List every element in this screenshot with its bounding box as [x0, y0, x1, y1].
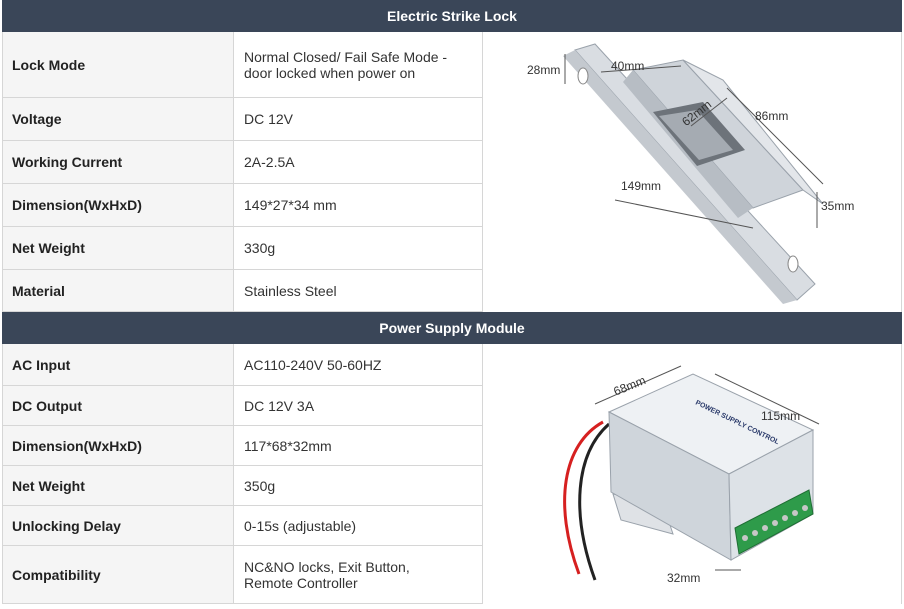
row-label: DC Output — [2, 386, 234, 425]
row-value: 0-15s (adjustable) — [244, 517, 357, 534]
row-label: Dimension(WxHxD) — [2, 184, 234, 226]
table-row: Unlocking Delay 0-15s (adjustable) — [2, 506, 482, 546]
table-row: Net Weight 330g — [2, 227, 482, 270]
section-title: Electric Strike Lock — [387, 8, 517, 24]
row-value: AC110-240V 50-60HZ — [244, 356, 382, 373]
strike-lock-image: 28mm 40mm 62mm 86mm 149mm 35mm — [527, 43, 854, 304]
row-label: Working Current — [2, 141, 234, 183]
power-supply-image: POWER SUPPLY CONTROL 68mm 115mm 32mm — [563, 365, 820, 585]
row-label: Dimension(WxHxD) — [2, 426, 234, 465]
row-value: NC&NO locks, Exit Button, Remote Control… — [244, 558, 410, 591]
table-row: Compatibility NC&NO locks, Exit Button, … — [2, 546, 482, 604]
dim-label: 86mm — [755, 109, 788, 123]
row-value: DC 12V 3A — [244, 397, 315, 414]
row-value: Normal Closed/ Fail Safe Mode - door loc… — [244, 48, 448, 81]
row-label: Net Weight — [2, 466, 234, 505]
power-image-panel: POWER SUPPLY CONTROL 68mm 115mm 32mm — [482, 344, 903, 604]
table-row: DC Output DC 12V 3A — [2, 386, 482, 426]
table-row: Working Current 2A-2.5A — [2, 141, 482, 184]
table-row: AC Input AC110-240V 50-60HZ — [2, 344, 482, 386]
row-value: DC 12V — [244, 111, 294, 127]
dim-label: 40mm — [611, 59, 644, 73]
table-row: Voltage DC 12V — [2, 98, 482, 141]
row-label: Voltage — [2, 98, 234, 140]
row-label: AC Input — [2, 344, 234, 385]
section-title: Power Supply Module — [379, 320, 525, 336]
row-label: Net Weight — [2, 227, 234, 269]
dim-label: 35mm — [821, 199, 854, 213]
dim-label: 32mm — [667, 571, 700, 585]
section-header-lock: Electric Strike Lock — [2, 0, 902, 32]
row-label: Material — [2, 270, 234, 311]
row-value: Stainless Steel — [244, 282, 337, 299]
row-value: 330g — [244, 240, 276, 256]
table-border — [901, 344, 902, 604]
table-border — [2, 344, 3, 604]
table-border — [901, 32, 902, 312]
row-label: Unlocking Delay — [2, 506, 234, 545]
dim-label: 115mm — [761, 409, 800, 423]
row-value: 149*27*34 mm — [244, 197, 337, 213]
row-value: 117*68*32mm — [244, 437, 332, 454]
row-value: 350g — [244, 477, 276, 494]
table-row: Material Stainless Steel — [2, 270, 482, 312]
row-label: Lock Mode — [2, 32, 234, 97]
row-label: Compatibility — [2, 546, 234, 603]
row-value: 2A-2.5A — [244, 154, 295, 170]
dim-label: 149mm — [621, 179, 661, 193]
section-header-power: Power Supply Module — [2, 312, 902, 344]
table-row: Lock Mode Normal Closed/ Fail Safe Mode … — [2, 32, 482, 98]
table-row: Dimension(WxHxD) 149*27*34 mm — [2, 184, 482, 227]
table-row: Net Weight 350g — [2, 466, 482, 506]
lock-image-panel: 28mm 40mm 62mm 86mm 149mm 35mm — [482, 32, 903, 312]
dim-label: 68mm — [612, 373, 648, 398]
table-row: Dimension(WxHxD) 117*68*32mm — [2, 426, 482, 466]
dim-label: 28mm — [527, 63, 560, 77]
table-border — [2, 32, 3, 312]
